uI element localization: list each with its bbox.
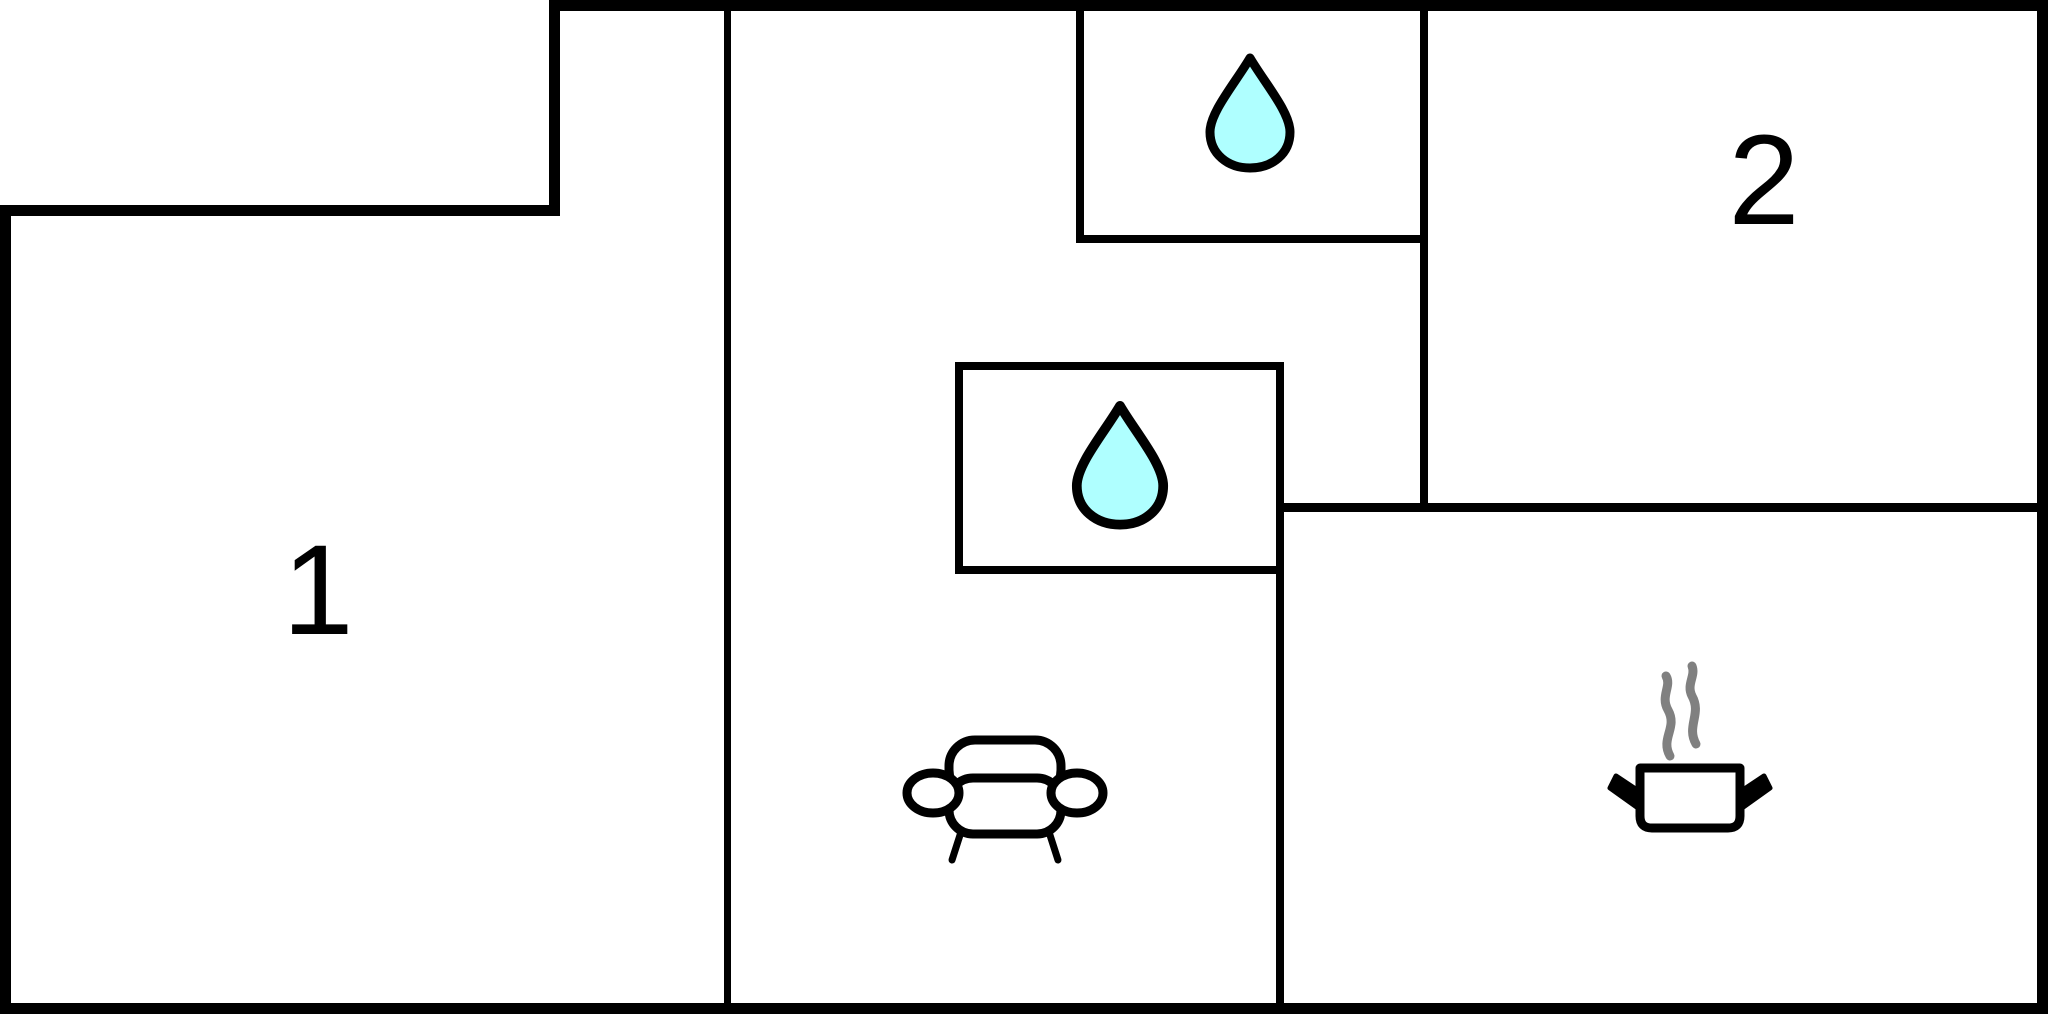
outer-wall-step-horizontal: [0, 205, 560, 216]
outer-wall-step-vertical: [549, 0, 560, 215]
pot-steam-left: [1660, 671, 1676, 761]
sofa-leg-left: [948, 828, 965, 864]
outer-wall-top: [552, 0, 2048, 11]
wall-bath-mid-bottom: [955, 566, 1284, 574]
wall-bath-mid-right: [1276, 362, 1284, 1007]
room-label-1: 1: [282, 519, 353, 662]
wall-bath-top-left: [1076, 0, 1084, 243]
wall-bath-top-right: [1420, 0, 1428, 510]
sofa-leg-right: [1045, 828, 1062, 864]
interior-wall-group: [724, 0, 2048, 1007]
sofa-seat: [944, 773, 1066, 839]
sofa-icon: [902, 735, 1108, 864]
water-drop-icon-top-bathroom: [1205, 53, 1295, 173]
outer-wall-left: [0, 205, 11, 1014]
water-drop-shape: [1205, 53, 1295, 173]
wall-room2-kitchen: [1276, 503, 2048, 512]
outer-wall-bottom: [0, 1003, 2048, 1014]
room-label-2: 2: [1728, 109, 1799, 252]
cooking-pot-icon: [1607, 661, 1773, 833]
wall-bath-mid-top: [955, 362, 1284, 370]
pot-body: [1635, 763, 1745, 833]
wall-room1-living: [724, 0, 731, 1007]
sofa-armrest-right: [1046, 768, 1108, 818]
wall-bath-mid-left: [955, 362, 963, 574]
water-drop-shape: [1071, 400, 1169, 530]
water-drop-icon-mid-bathroom: [1071, 400, 1169, 530]
pot-steam-right: [1685, 661, 1701, 749]
wall-bath-top-bottom: [1076, 235, 1428, 243]
sofa-armrest-left: [902, 768, 964, 818]
